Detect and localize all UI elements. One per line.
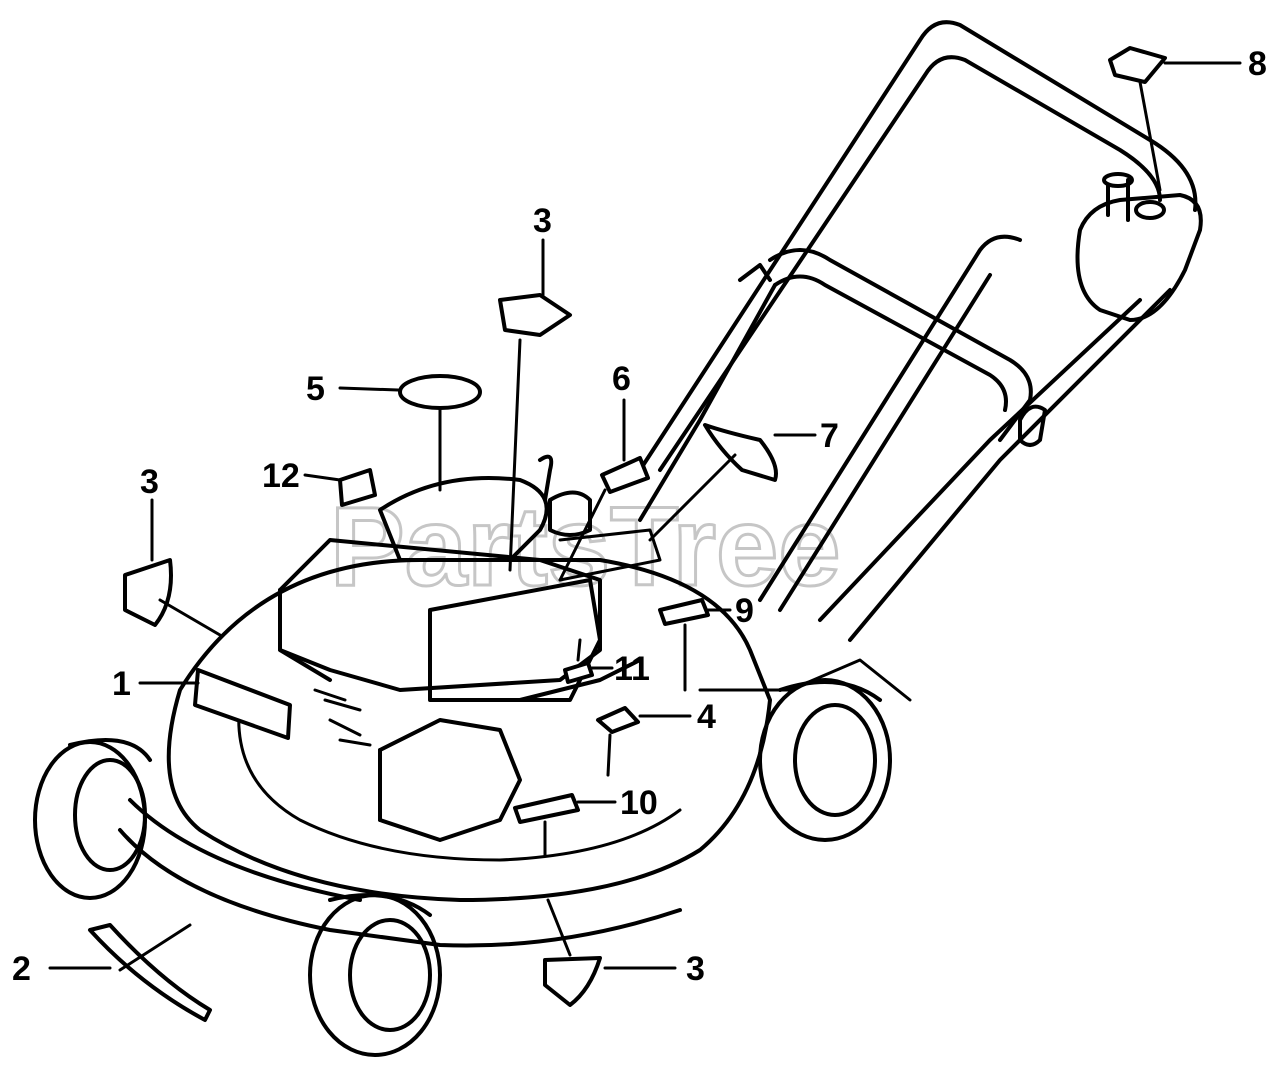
- throttle-control-box: [1075, 172, 1203, 322]
- callout-2: 2: [12, 950, 31, 988]
- decal-8: [1108, 46, 1167, 84]
- callout-7: 7: [820, 417, 839, 455]
- decal-5: [398, 374, 482, 410]
- handle-grip: [638, 248, 1033, 522]
- callout-10: 10: [620, 784, 658, 822]
- decal-1: [193, 668, 292, 740]
- front-right-wheel: [308, 893, 442, 1057]
- callout-numbers: 1 2 3 3 3 4 5 6 7 8 9 10 11 12: [12, 45, 1267, 988]
- decal-3-left: [123, 558, 173, 627]
- decal-12: [338, 468, 377, 507]
- decal-7: [703, 423, 778, 482]
- mower-deck: [118, 558, 912, 948]
- handle: [638, 20, 1198, 642]
- callout-11: 11: [614, 650, 650, 688]
- decal-3-bottom: [543, 956, 602, 1007]
- decal-3-top: [498, 293, 572, 337]
- decal-2: [88, 923, 212, 1022]
- callout-6: 6: [612, 360, 631, 398]
- leader-lines: [48, 61, 1242, 972]
- callout-3-top: 3: [533, 202, 552, 240]
- decal-10: [513, 793, 580, 824]
- decal-4: [596, 706, 640, 734]
- callout-9: 9: [735, 592, 754, 630]
- callout-1: 1: [112, 665, 131, 703]
- decal-6: [600, 456, 650, 494]
- front-left-wheel: [33, 738, 152, 900]
- callout-4: 4: [697, 698, 716, 736]
- callout-8: 8: [1248, 45, 1267, 83]
- callout-3-left: 3: [140, 463, 159, 501]
- decal-11: [563, 661, 594, 684]
- decal-9: [658, 598, 710, 626]
- callout-3-bottom: 3: [686, 950, 705, 988]
- callout-5: 5: [306, 370, 325, 408]
- engine: [278, 454, 662, 842]
- callout-12: 12: [262, 457, 300, 495]
- rear-right-wheel: [758, 678, 892, 842]
